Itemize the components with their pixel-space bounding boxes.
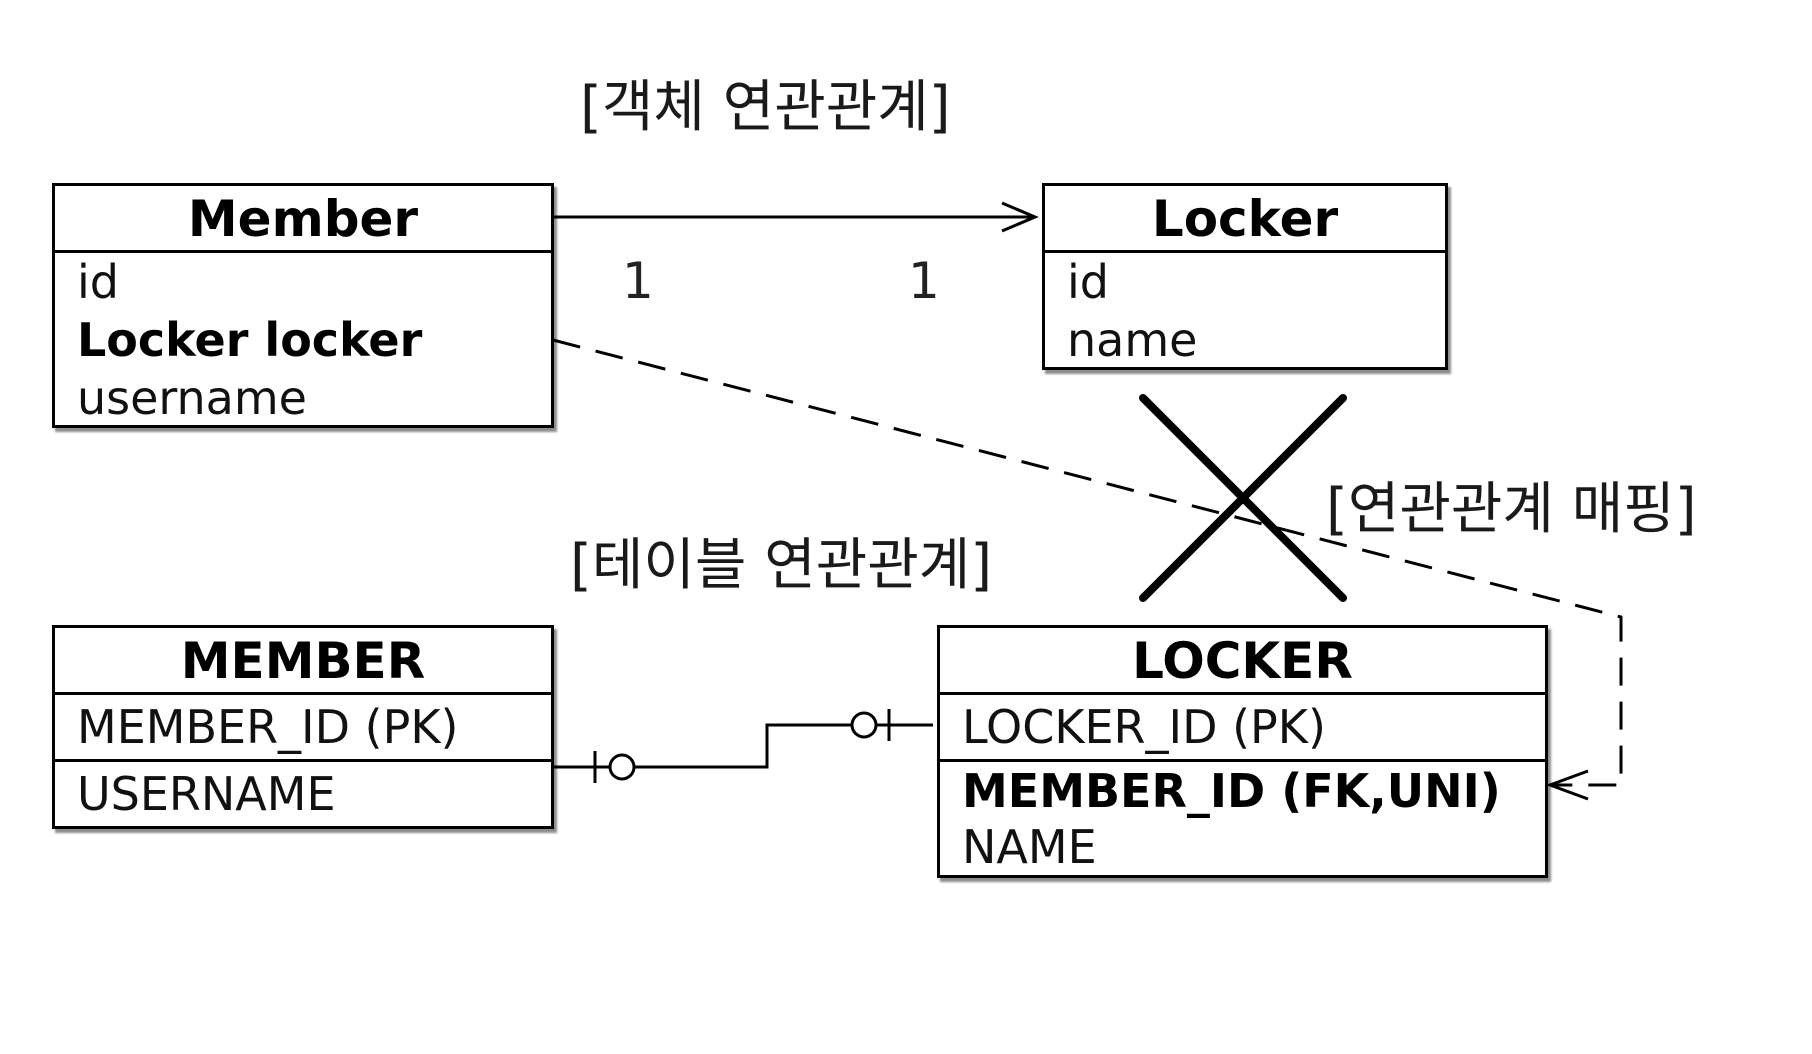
locker-table-title: LOCKER <box>940 628 1545 695</box>
member-class-title: Member <box>55 186 551 253</box>
multiplicity-right: 1 <box>908 252 940 310</box>
cross-mark-icon-stroke <box>1139 394 1347 602</box>
er-relationship-line <box>553 723 933 769</box>
member-column-username: USERNAME <box>77 767 336 821</box>
object-relation-label: [객체 연관관계] <box>580 75 951 140</box>
locker-field-id: id <box>1067 255 1109 309</box>
mapping-arrow-head-icon <box>1545 769 1589 801</box>
member-column-member-id: MEMBER_ID (PK) <box>55 695 551 762</box>
er-circle-right-icon <box>850 711 878 739</box>
multiplicity-left: 1 <box>622 252 654 310</box>
arrow-head-icon <box>1001 201 1039 233</box>
locker-column-name: NAME <box>962 820 1097 874</box>
table-relation-label: [테이블 연관관계] <box>570 533 993 598</box>
er-circle-left-icon <box>608 753 636 781</box>
member-table-box: MEMBER MEMBER_ID (PK) USERNAME <box>52 625 554 829</box>
member-field-locker: Locker locker <box>77 313 423 367</box>
locker-class-title: Locker <box>1045 186 1445 253</box>
member-field-username: username <box>77 371 307 425</box>
mapping-dashed-line <box>552 338 1623 787</box>
locker-column-member-id: MEMBER_ID (FK,UNI) <box>962 764 1501 818</box>
locker-table-box: LOCKER LOCKER_ID (PK) MEMBER_ID (FK,UNI)… <box>937 625 1548 878</box>
member-class-box: Member id Locker locker username <box>52 183 554 428</box>
member-field-id: id <box>77 255 119 309</box>
mapping-label: [연관관계 매핑] <box>1326 477 1697 542</box>
locker-column-locker-id: LOCKER_ID (PK) <box>940 695 1545 762</box>
locker-class-box: Locker id name <box>1042 183 1448 370</box>
locker-field-name: name <box>1067 313 1198 367</box>
member-table-title: MEMBER <box>55 628 551 695</box>
